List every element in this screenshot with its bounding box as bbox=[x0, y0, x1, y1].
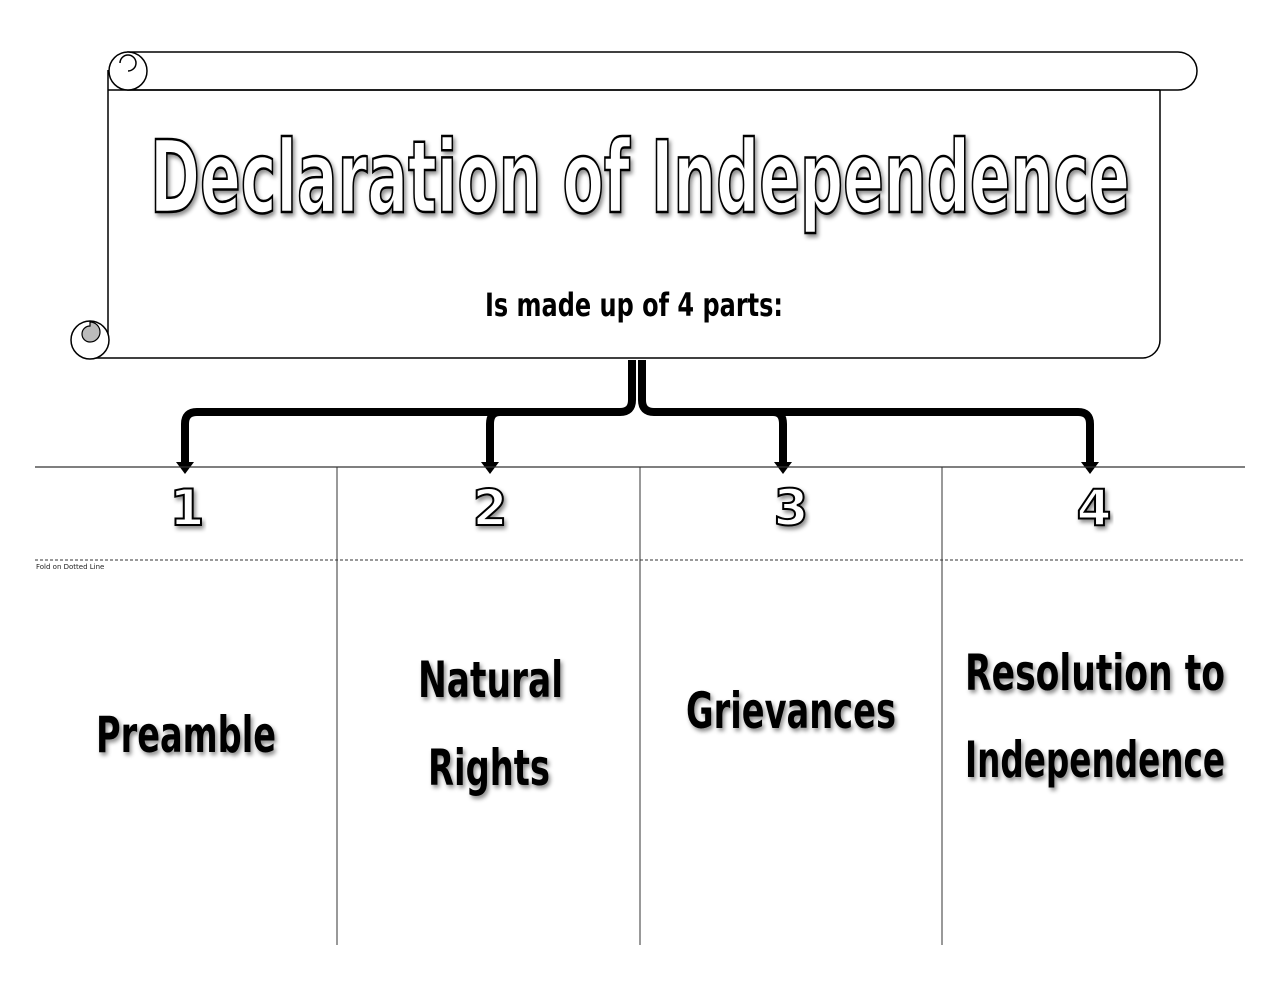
arrowheads bbox=[176, 462, 1099, 474]
part-label-rights: Rights bbox=[428, 739, 550, 797]
fold-table bbox=[35, 466, 1245, 945]
part-label-preamble: Preamble bbox=[96, 706, 276, 764]
part-label-resolution-to: Resolution to bbox=[965, 644, 1225, 702]
part-label-natural: Natural bbox=[418, 651, 563, 709]
bracket-connector bbox=[181, 360, 1094, 465]
page-title: Declaration of Independence bbox=[150, 119, 1130, 236]
part-label-independence: Independence bbox=[965, 731, 1225, 789]
part-number-2: 2 bbox=[473, 479, 508, 537]
part-label-grievances: Grievances bbox=[686, 682, 896, 740]
subtitle: Is made up of 4 parts: bbox=[485, 286, 783, 324]
part-number-1: 1 bbox=[170, 479, 205, 537]
part-number-4: 4 bbox=[1077, 479, 1112, 537]
fold-note: Fold on Dotted Line bbox=[36, 563, 105, 571]
scroll-banner bbox=[70, 51, 1198, 360]
part-number-3: 3 bbox=[774, 479, 809, 537]
